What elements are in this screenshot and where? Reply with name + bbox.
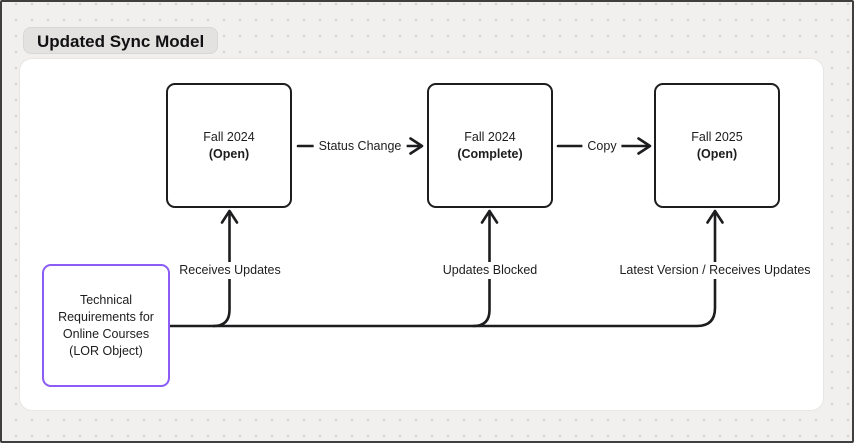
- diagram-title-badge[interactable]: Updated Sync Model: [23, 27, 219, 54]
- status-change-arrowhead: [409, 137, 424, 155]
- stage-status: (Open): [208, 146, 250, 161]
- stage-name: Fall 2024: [464, 129, 516, 144]
- shape-fall-2024-open[interactable]: Fall 2024 (Open): [166, 83, 292, 208]
- connector-label-latest-version[interactable]: Latest Version / Receives Updates: [614, 262, 816, 279]
- stage-name: Fall 2024: [203, 129, 255, 144]
- source-label: Technical Requirements for Online Course…: [58, 292, 154, 358]
- branch-1-connector-line[interactable]: [212, 212, 231, 328]
- connector-label-receives-updates[interactable]: Receives Updates: [174, 262, 286, 279]
- branch-2-connector-line[interactable]: [472, 212, 491, 328]
- branch-1-arrowhead: [220, 209, 239, 224]
- copy-arrowhead: [637, 137, 652, 155]
- stage-name: Fall 2025: [691, 129, 743, 144]
- stage-status: (Open): [696, 146, 738, 161]
- stage-status: (Complete): [457, 146, 523, 161]
- connector-label-updates-blocked[interactable]: Updates Blocked: [437, 262, 543, 279]
- shape-lor-object[interactable]: Technical Requirements for Online Course…: [42, 264, 170, 387]
- shape-fall-2024-complete[interactable]: Fall 2024 (Complete): [427, 83, 553, 208]
- trunk-connector-line[interactable]: [167, 212, 717, 328]
- connector-label-status-change[interactable]: Status Change: [313, 138, 407, 155]
- branch-2-arrowhead: [480, 209, 499, 224]
- branch-3-arrowhead: [706, 209, 724, 224]
- shape-fall-2025-open[interactable]: Fall 2025 (Open): [654, 83, 780, 208]
- connector-label-copy[interactable]: Copy: [582, 138, 622, 155]
